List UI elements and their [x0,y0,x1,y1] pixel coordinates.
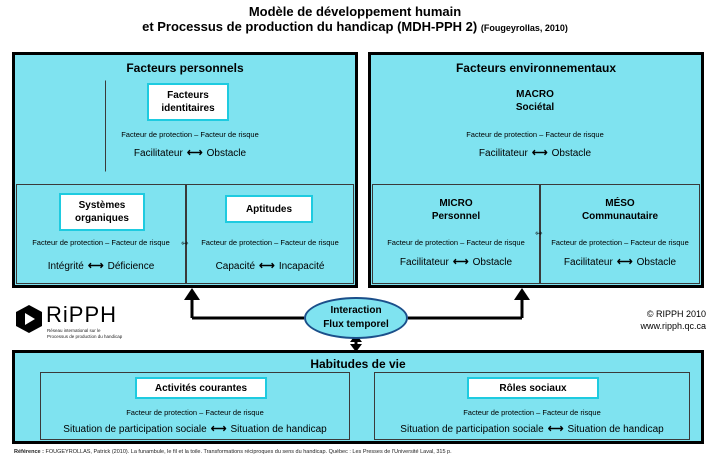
aptitudes-protection-risk: Facteur de protection – Facteur de risqu… [201,238,339,247]
life-habits-header: Habitudes de vie [310,357,406,371]
identity-left: Facilitateur [133,148,183,159]
meso-protection-risk: Facteur de protection – Facteur de risqu… [551,238,689,247]
interaction-ellipse: Interaction Flux temporel [304,297,408,339]
identity-arrow: ⟷ [186,147,203,159]
subtitle-text: et Processus de production du handicap (… [142,19,478,34]
meso-left: Facilitateur [563,257,613,268]
daily-activities-right: Situation de handicap [230,424,327,435]
daily-activities-label: Activités courantes [154,382,248,394]
interaction-line1: Interaction [330,305,382,316]
reference-footer: Référence : FOUGEYROLLAS, Patrick (2010)… [14,449,708,455]
macro-protection-risk: Facteur de protection – Facteur de risqu… [466,130,604,139]
aptitudes-arrow: ⟷ [259,260,275,272]
aptitudes-right: Incapacité [278,261,325,272]
macro-right: Obstacle [551,148,592,159]
social-roles-area: Rôles sociaux Facteur de protection – Fa… [374,372,690,440]
daily-activities-pair: Situation de participation sociale⟷Situa… [41,422,349,435]
logo-sub-1: Réseau international sur le [47,328,101,333]
identity-right: Obstacle [206,148,247,159]
organic-protection-risk: Facteur de protection – Facteur de risqu… [32,238,170,247]
micro-label-2: Personnel [431,211,481,222]
organic-label-1: Systèmes [78,200,126,211]
macro-pair: Facilitateur⟷Obstacle [450,146,620,159]
social-roles-label: Rôles sociaux [499,382,567,394]
micro-area: MICRO Personnel Facteur de protection – F… [372,184,540,284]
micro-label-1: MICRO [439,198,473,209]
macro-label-2: Sociétal [515,102,555,113]
aptitudes-label: Aptitudes [245,203,293,215]
micro-protection-risk: Facteur de protection – Facteur de risqu… [387,238,525,247]
copyright: © RIPPH 2010 www.ripph.qc.ca [560,308,706,332]
social-roles-arrow: ⟷ [547,423,564,435]
social-roles-box: Rôles sociaux [467,377,599,399]
social-roles-left: Situation de participation sociale [400,424,544,435]
social-roles-protection-risk: Facteur de protection – Facteur de risqu… [463,408,601,417]
organic-label-2: organiques [75,213,129,224]
meso-label-1: MÉSO [605,198,635,209]
identity-protection-risk: Facteur de protection – Facteur de risqu… [121,130,259,139]
aptitudes-left: Capacité [215,261,256,272]
organic-left: Intégrité [47,261,84,272]
organic-arrow: ⟷ [87,260,104,272]
subtitle-reference: (Fougeyrollas, 2010) [480,23,568,33]
environmental-bidirectional-arrow: ⇿ [535,228,543,238]
macro-arrow: ⟷ [531,147,548,159]
identity-factors-box: Facteurs identitaires [147,83,229,121]
ripph-logo-icon [16,305,42,333]
micro-arrow: ⟷ [452,256,469,268]
social-roles-pair: Situation de participation sociale⟷Situa… [375,422,689,435]
ripph-logo-text: RiPPH [46,302,118,327]
personal-factors-header: Facteurs personnels [126,61,244,75]
meso-label: MÉSO Communautaire [541,197,699,223]
meso-arrow: ⟷ [616,256,633,268]
micro-label: MICRO Personnel [373,197,539,223]
meso-pair: Facilitateur⟷Obstacle [541,255,699,268]
diagram-title: Modèle de développement humain [248,4,462,19]
macro-label-1: MACRO [516,89,554,100]
identity-label-2: identitaires [161,103,215,114]
daily-activities-box: Activités courantes [135,377,267,399]
aptitudes-area: Aptitudes Facteur de protection – Facteu… [186,184,354,284]
macro-label: MACRO Sociétal [495,88,575,114]
reference-text: FOUGEYROLLAS, Patrick (2010). La funambu… [45,449,452,455]
daily-activities-area: Activités courantes Facteur de protectio… [40,372,350,440]
diagram-subtitle: et Processus de production du handicap (… [0,19,710,34]
aptitudes-box: Aptitudes [225,195,313,223]
daily-activities-left: Situation de participation sociale [63,424,207,435]
organic-right: Déficience [107,261,155,272]
micro-left: Facilitateur [399,257,449,268]
reference-label: Référence : [14,449,44,455]
identity-label-1: Facteurs [167,90,209,101]
copyright-line2: www.ripph.qc.ca [640,321,706,331]
meso-area: MÉSO Communautaire Facteur de protection … [540,184,700,284]
meso-label-2: Communautaire [581,211,659,222]
meso-right: Obstacle [636,257,677,268]
daily-activities-protection-risk: Facteur de protection – Facteur de risqu… [126,408,264,417]
copyright-line1: © RIPPH 2010 [646,309,706,319]
social-roles-right: Situation de handicap [567,424,664,435]
macro-left: Facilitateur [478,148,528,159]
micro-right: Obstacle [472,257,513,268]
logo-sub-2: Processus de production du handicap [47,334,123,339]
personal-bidirectional-arrow: ⇿ [181,238,189,248]
organic-systems-area: Systèmes organiques Facteur de protection… [16,184,186,284]
environmental-factors-header: Facteurs environnementaux [455,61,617,75]
micro-pair: Facilitateur⟷Obstacle [373,255,539,268]
organic-pair: Intégrité⟷Déficience [17,259,185,272]
aptitudes-pair: Capacité⟷Incapacité [187,259,353,272]
daily-activities-arrow: ⟷ [210,423,227,435]
identity-pair: Facilitateur⟷Obstacle [100,146,280,159]
interaction-line2: Flux temporel [323,319,389,330]
organic-systems-box: Systèmes organiques [59,193,145,231]
